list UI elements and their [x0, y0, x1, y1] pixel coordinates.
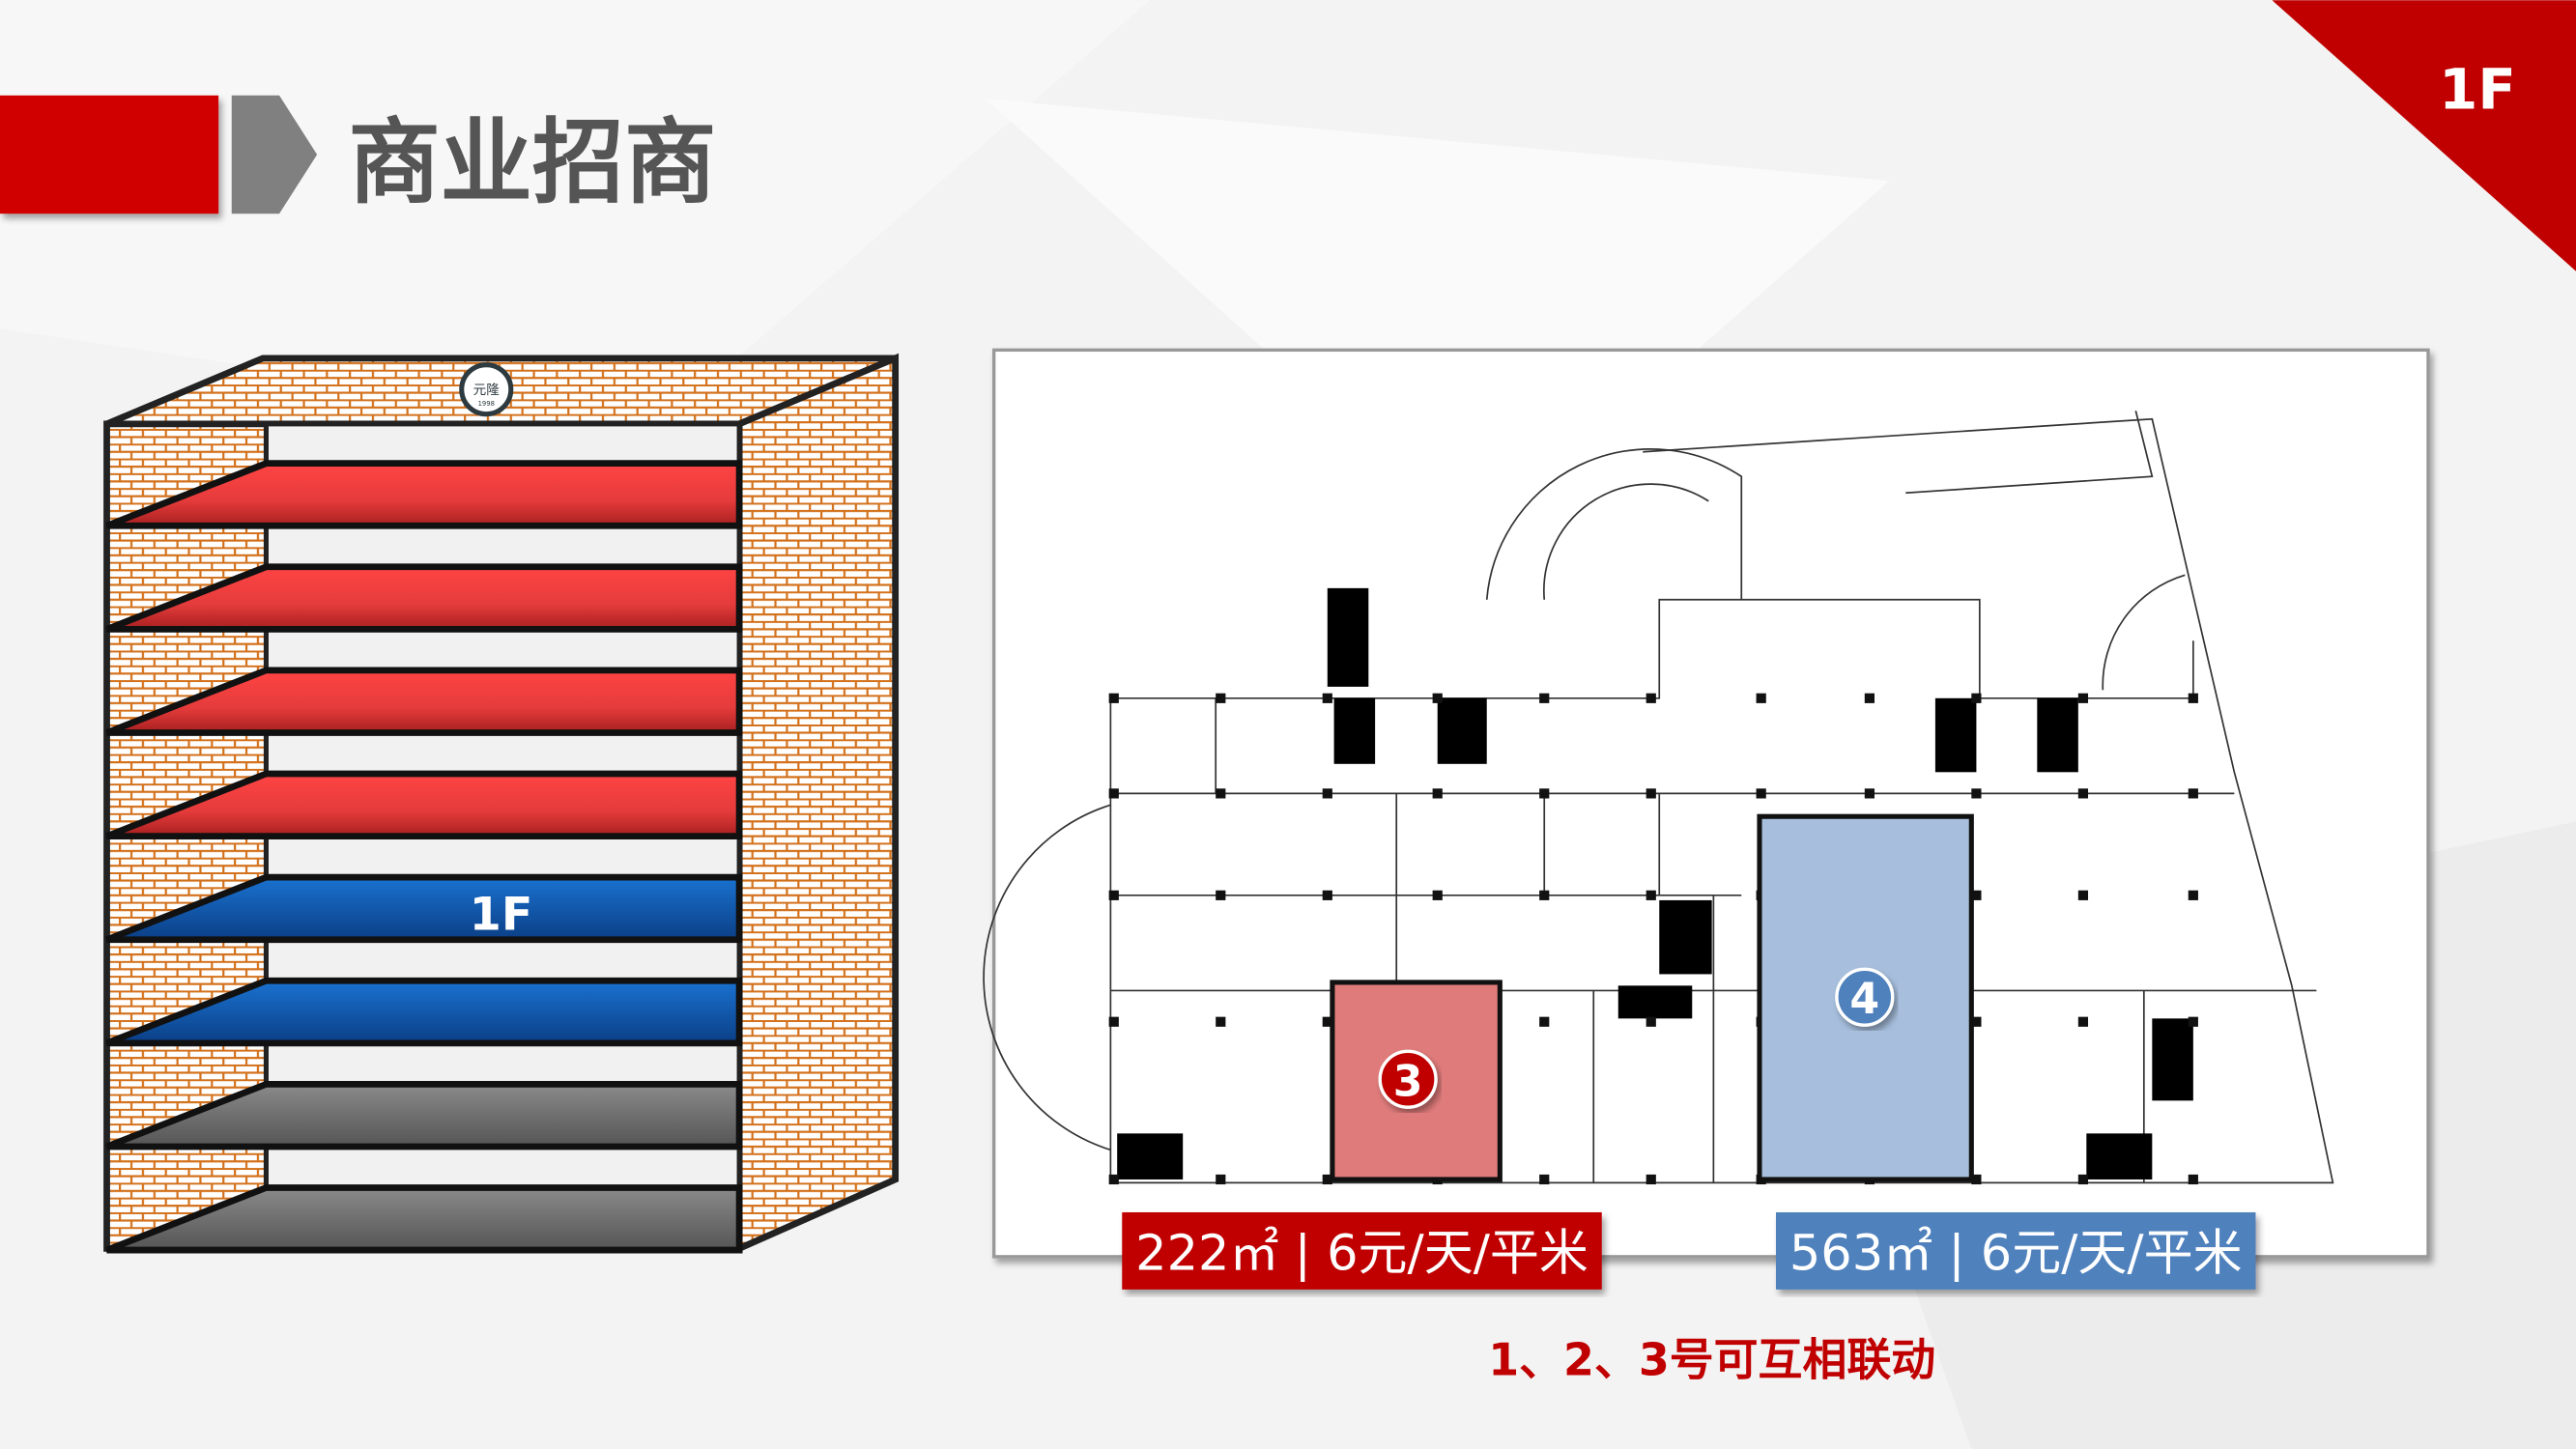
- unit-3-label: 222㎡ | 6元/天/平米: [1135, 1225, 1589, 1282]
- column-marker: [1971, 788, 1982, 799]
- column-marker: [1539, 1016, 1550, 1027]
- current-floor-label: 1F: [470, 889, 533, 942]
- column-marker: [1539, 788, 1550, 799]
- unit-4-marker: [1835, 967, 1895, 1027]
- floor-slab-5[interactable]: [105, 770, 743, 840]
- column-marker: [1646, 1016, 1656, 1027]
- column-marker: [1971, 1174, 1982, 1185]
- building-diagram: 元隆 1998 1F: [103, 353, 900, 1254]
- column-marker: [1108, 1174, 1119, 1185]
- column-marker: [2077, 788, 2089, 799]
- column-marker: [1971, 1016, 1982, 1027]
- column-marker: [2188, 1016, 2198, 1027]
- unit-3-number: 3: [1393, 1057, 1423, 1106]
- floor-slab-3[interactable]: [105, 977, 743, 1047]
- floor-slab-8[interactable]: [105, 460, 743, 529]
- page-title: 商业招商: [348, 110, 716, 216]
- column-marker: [2188, 1174, 2198, 1185]
- column-marker: [1971, 890, 1982, 900]
- column-marker: [1216, 788, 1226, 799]
- floor-badge: 1F: [2439, 56, 2516, 122]
- logo-year: 1998: [478, 400, 495, 408]
- corner-badge: [2272, 0, 2576, 271]
- column-marker: [2188, 890, 2198, 900]
- logo-seal: [459, 362, 514, 417]
- column-marker: [1646, 1174, 1656, 1185]
- column-marker: [1322, 890, 1332, 900]
- column-marker: [1646, 788, 1656, 799]
- header-arrow-icon: [231, 95, 318, 214]
- column-marker: [1108, 788, 1119, 799]
- floor-slab-7[interactable]: [105, 563, 743, 633]
- column-marker: [1322, 1174, 1332, 1185]
- unit-3-label-box: [1122, 1211, 1602, 1290]
- column-marker: [1864, 693, 1875, 703]
- floor-slab-6[interactable]: [105, 667, 743, 736]
- column-marker: [1432, 788, 1443, 799]
- column-marker: [1756, 693, 1766, 703]
- column-marker: [2077, 890, 2089, 900]
- column-marker: [2188, 788, 2198, 799]
- unit-4-number: 4: [1849, 975, 1879, 1024]
- column-marker: [1216, 693, 1226, 703]
- column-marker: [1539, 890, 1550, 900]
- floor-slab-2[interactable]: [105, 1080, 743, 1151]
- unit-4-label: 563㎡ | 6元/天/平米: [1789, 1225, 2243, 1282]
- header-red-bar: [0, 95, 219, 214]
- column-marker: [1756, 788, 1766, 799]
- floor-plan: 3 4: [983, 348, 2430, 1259]
- column-marker: [1864, 788, 1875, 799]
- column-marker: [1216, 1174, 1226, 1185]
- column-marker: [1432, 890, 1443, 900]
- column-marker: [1322, 693, 1332, 703]
- column-marker: [1646, 693, 1656, 703]
- column-marker: [1108, 890, 1119, 900]
- footer-note: 1、2、3号可互相联动: [1488, 1333, 1935, 1385]
- logo-text: 元隆: [473, 383, 501, 398]
- column-marker: [1108, 1016, 1119, 1027]
- column-marker: [1971, 693, 1982, 703]
- column-marker: [1646, 890, 1656, 900]
- column-marker: [1322, 788, 1332, 799]
- column-marker: [2077, 1016, 2089, 1027]
- column-marker: [1216, 890, 1226, 900]
- floor-slab-4[interactable]: [105, 873, 743, 944]
- column-marker: [1539, 1174, 1550, 1185]
- column-marker: [1432, 693, 1443, 703]
- column-marker: [1322, 1016, 1332, 1027]
- column-marker: [2077, 693, 2089, 703]
- column-marker: [1108, 693, 1119, 703]
- column-marker: [1539, 693, 1550, 703]
- column-marker: [1216, 1016, 1226, 1027]
- unit-4-label-box: [1775, 1211, 2256, 1290]
- column-marker: [2077, 1174, 2089, 1185]
- column-marker: [2188, 693, 2198, 703]
- floor-slab-1[interactable]: [105, 1184, 743, 1254]
- unit-3-marker: [1378, 1049, 1438, 1109]
